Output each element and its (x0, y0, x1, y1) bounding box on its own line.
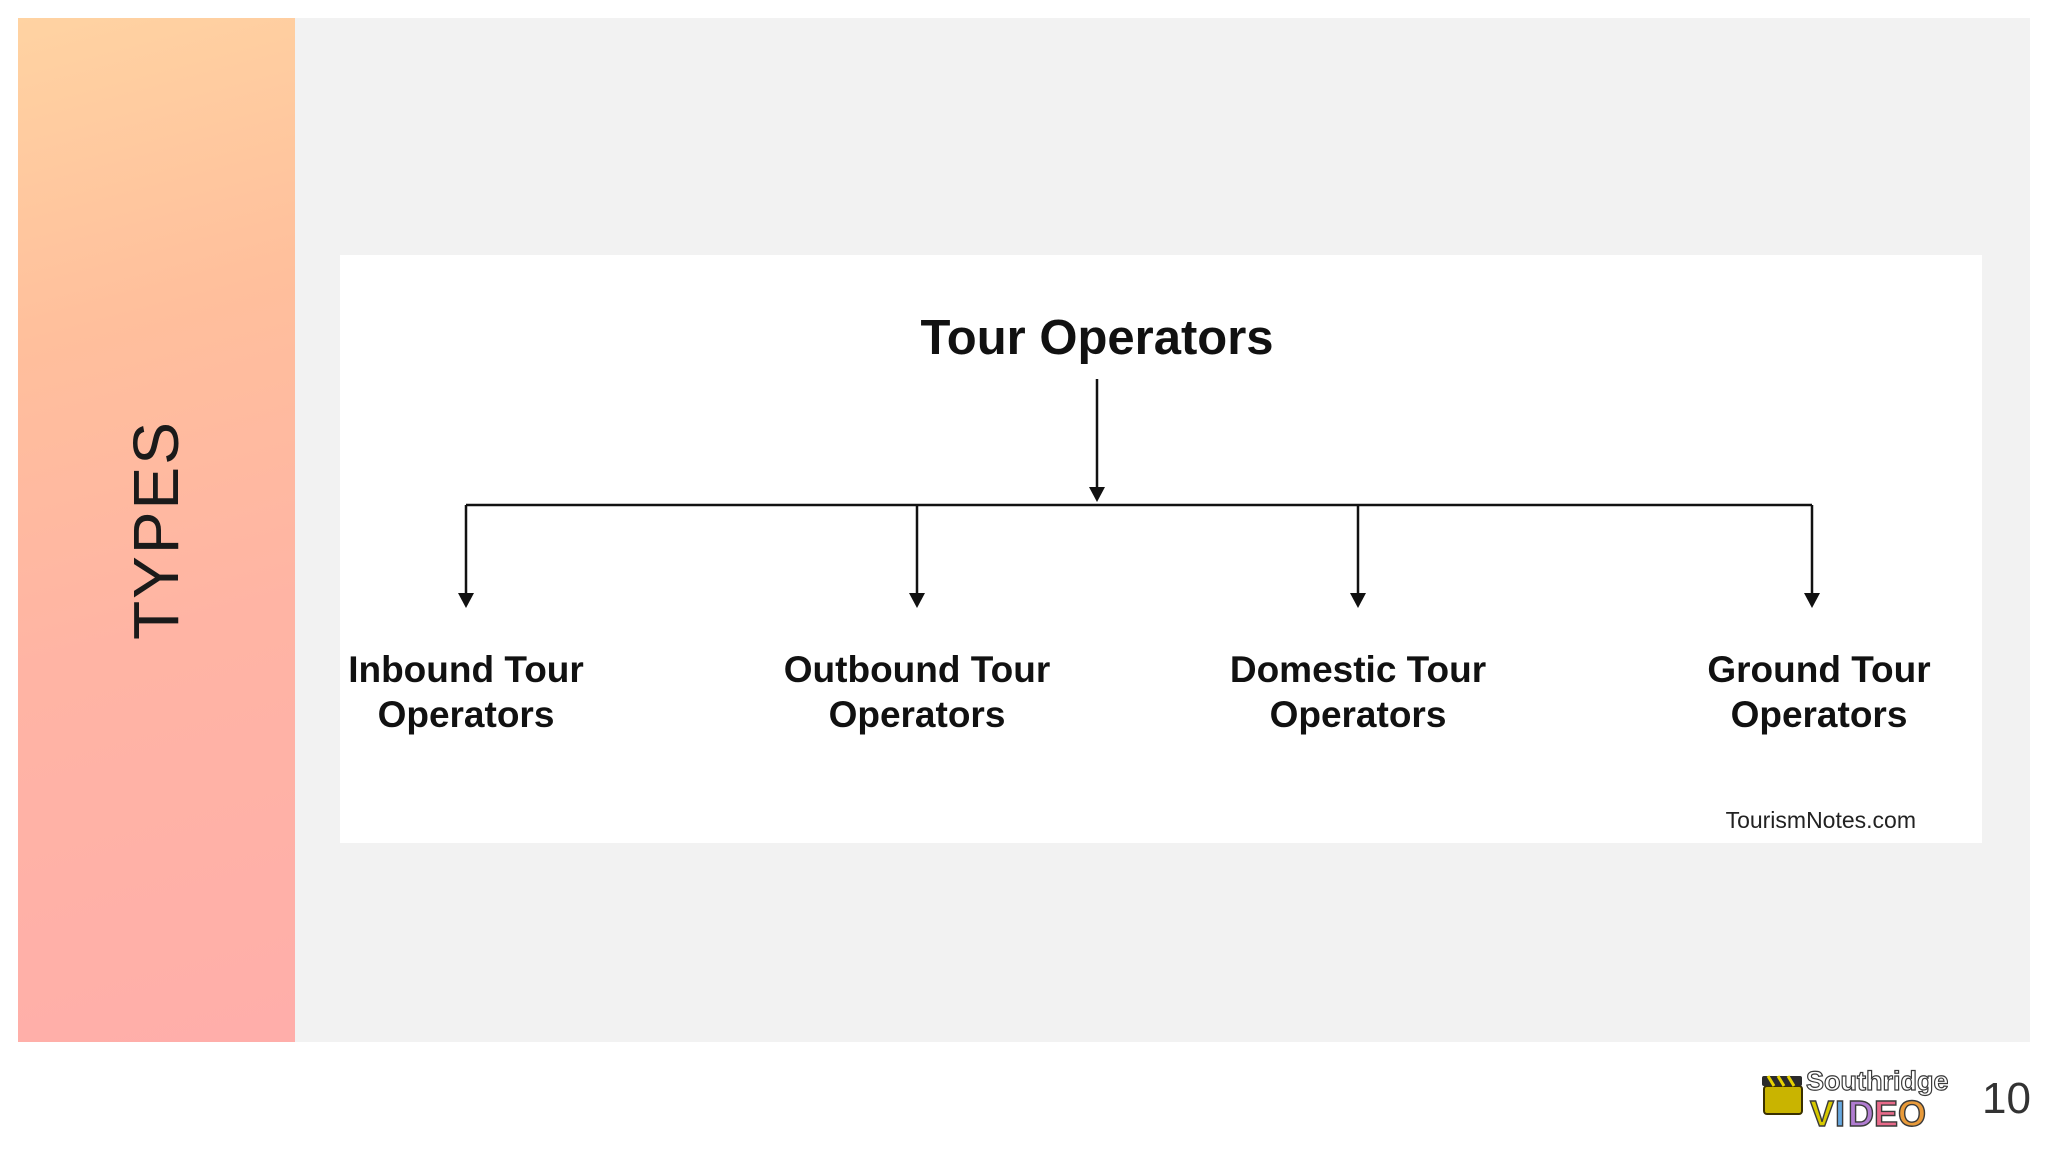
clapperboard-icon (1762, 1075, 1803, 1115)
svg-text:V: V (1810, 1093, 1834, 1132)
child-node-inbound: Inbound Tour Operators (348, 647, 584, 737)
child-label-line2: Operators (1269, 694, 1447, 735)
source-credit: TourismNotes.com (1725, 807, 1916, 833)
page-number: 10 (1982, 1074, 2031, 1123)
svg-text:O: O (1898, 1093, 1926, 1132)
child-node-outbound: Outbound Tour Operators (784, 647, 1050, 737)
root-node-label: Tour Operators (920, 311, 1274, 365)
southridge-video-logo: Southridge V I D E O (1762, 1065, 1948, 1132)
child-label-line1: Outbound Tour (783, 649, 1051, 690)
diagram-connectors (458, 379, 1820, 608)
child-label-line2: Operators (828, 694, 1006, 735)
child-label-line1: Inbound Tour (348, 649, 584, 690)
arrowhead-inbound (458, 593, 474, 608)
side-bar (18, 18, 295, 1042)
side-title: TYPES (120, 420, 192, 640)
svg-text:Southridge: Southridge (1806, 1066, 1948, 1096)
arrowhead-outbound (909, 593, 925, 608)
svg-text:I: I (1835, 1093, 1845, 1132)
child-label-line2: Operators (377, 694, 555, 735)
arrowhead-ground (1804, 593, 1820, 608)
diagram-card: Tour Operators Inbound Tour Operators Ou… (340, 255, 1982, 843)
root-arrowhead (1089, 487, 1105, 502)
child-node-domestic: Domestic Tour Operators (1230, 647, 1486, 737)
child-label-line1: Domestic Tour (1229, 649, 1487, 690)
child-label-line2: Operators (1730, 694, 1908, 735)
child-node-ground: Ground Tour Operators (1707, 647, 1930, 737)
svg-text:E: E (1874, 1093, 1898, 1132)
arrowhead-domestic (1350, 593, 1366, 608)
svg-text:D: D (1848, 1093, 1874, 1132)
child-label-line1: Ground Tour (1707, 649, 1931, 690)
